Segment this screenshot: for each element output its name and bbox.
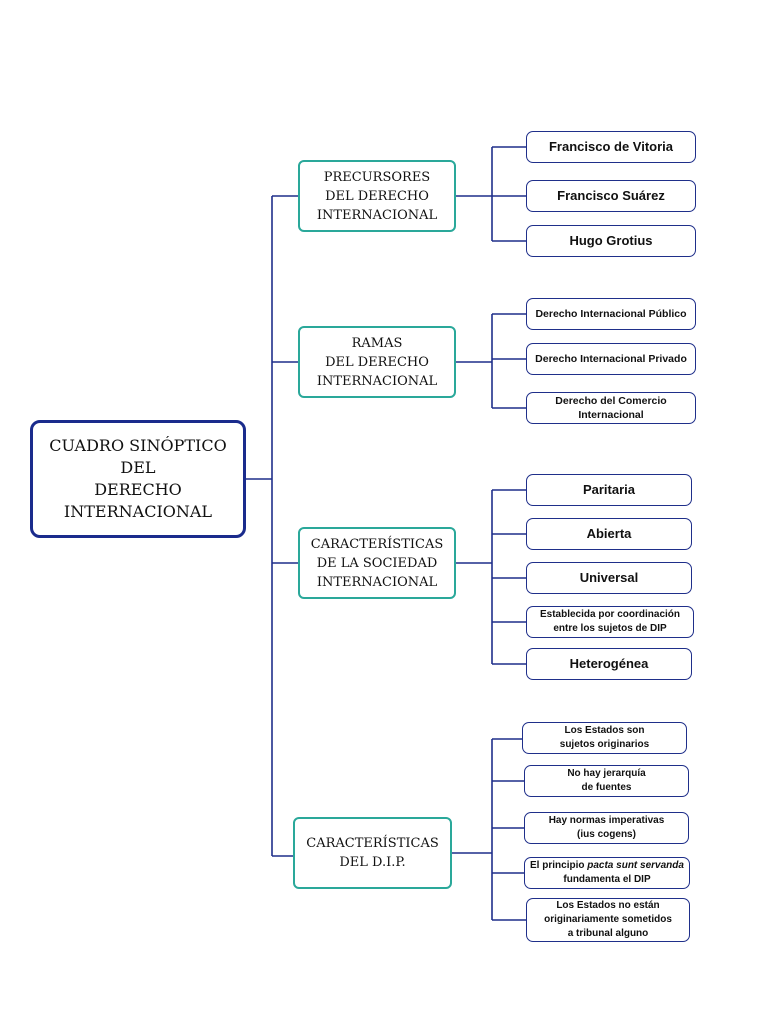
leaf-pacta-italic: pacta sunt servanda: [587, 860, 684, 871]
leaf-no-hay-jerarquia: No hay jerarquía de fuentes: [524, 765, 689, 797]
leaf-francisco-de-vitoria: Francisco de Vitoria: [526, 131, 696, 163]
leaf-heterogenea: Heterogénea: [526, 648, 692, 680]
leaf-francisco-suarez: Francisco Suárez: [526, 180, 696, 212]
leaf-pacta-prefix: El principio: [530, 860, 588, 871]
root-node: CUADRO SINÓPTICO DEL DERECHO INTERNACION…: [30, 420, 246, 538]
leaf-pacta-sunt-servanda: El principio pacta sunt servanda fundame…: [524, 857, 690, 889]
category-ramas: RAMAS DEL DERECHO INTERNACIONAL: [298, 326, 456, 398]
leaf-paritaria: Paritaria: [526, 474, 692, 506]
leaf-abierta: Abierta: [526, 518, 692, 550]
leaf-pacta-line2: fundamenta el DIP: [563, 874, 651, 885]
leaf-hugo-grotius: Hugo Grotius: [526, 225, 696, 257]
category-precursores: PRECURSORES DEL DERECHO INTERNACIONAL: [298, 160, 456, 232]
category-caracteristicas-dip: CARACTERÍSTICAS DEL D.I.P.: [293, 817, 452, 889]
leaf-normas-imperativas-line1: Hay normas imperativas: [548, 815, 665, 826]
leaf-normas-imperativas: Hay normas imperativas (ius cogens): [524, 812, 689, 844]
leaf-normas-imperativas-line2: (ius cogens): [577, 829, 636, 840]
leaf-derecho-internacional-privado: Derecho Internacional Privado: [526, 343, 696, 375]
leaf-derecho-internacional-publico: Derecho Internacional Público: [526, 298, 696, 330]
leaf-estados-no-sometidos: Los Estados no están originariamente som…: [526, 898, 690, 942]
category-caracteristicas-sociedad: CARACTERÍSTICAS DE LA SOCIEDAD INTERNACI…: [298, 527, 456, 599]
leaf-pacta-line1: El principio pacta sunt servanda: [530, 859, 684, 873]
leaf-universal: Universal: [526, 562, 692, 594]
leaf-establecida-por-coordinacion: Establecida por coordinación entre los s…: [526, 606, 694, 638]
leaf-estados-sujetos-originarios: Los Estados son sujetos originarios: [522, 722, 687, 754]
leaf-derecho-comercio-internacional: Derecho del Comercio Internacional: [526, 392, 696, 424]
